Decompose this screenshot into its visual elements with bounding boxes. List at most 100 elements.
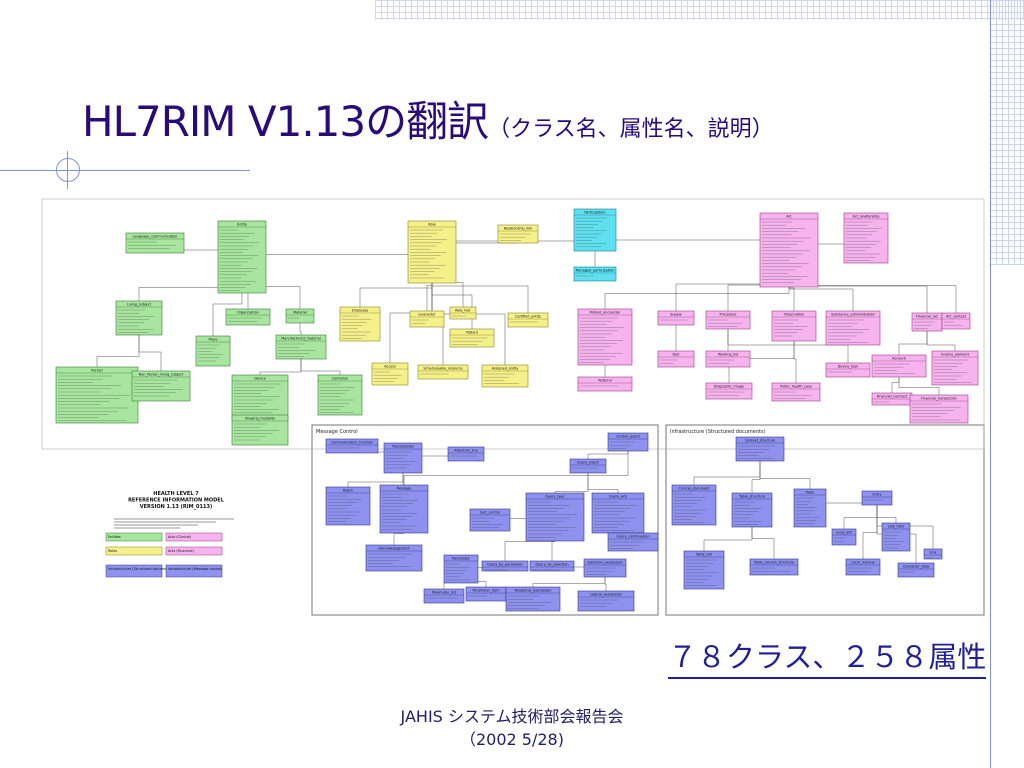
legend-swatch	[105, 564, 163, 578]
grid-pattern-side	[990, 0, 1024, 265]
class-name: Patient_encounter	[590, 311, 621, 315]
class-name: Diagnostic_image	[714, 385, 744, 389]
class-box: Manufactured_material	[275, 334, 327, 360]
class-box: Link	[923, 548, 943, 560]
class-box-body	[759, 212, 819, 288]
class-box-body	[671, 484, 717, 526]
class-box: Query_ack	[591, 492, 645, 534]
class-name: Transmission	[391, 445, 414, 449]
class-name: Link	[930, 551, 937, 555]
class-box: Entry	[861, 490, 893, 506]
class-box: Certified_entity	[507, 312, 549, 328]
class-box-body	[569, 458, 607, 474]
class-name: Query_continuation	[616, 535, 649, 539]
class-box: Parameter_list	[423, 588, 465, 604]
class-box-body	[447, 446, 485, 462]
class-box: Financial_act	[911, 312, 943, 332]
class-box-body	[793, 488, 827, 528]
class-box-body	[897, 562, 935, 578]
class-box: Living_subject	[115, 300, 163, 336]
title-subtitle: （クラス名、属性名、説明）	[488, 117, 774, 142]
class-box-body	[529, 560, 575, 572]
class-box: Observation	[771, 310, 817, 342]
class-box: Public_health_case	[771, 382, 821, 402]
class-name: Referral	[598, 379, 611, 383]
class-name: Relationship_link	[504, 227, 533, 231]
class-box: Query_event	[569, 458, 607, 474]
class-box: Acknowledgement	[365, 544, 423, 572]
class-name: Patient	[466, 331, 478, 335]
class-box: Supply	[657, 310, 695, 326]
class-box-body	[371, 362, 409, 386]
class-box: Place	[195, 335, 231, 367]
class-box-body	[469, 508, 511, 532]
class-box: Diet	[657, 350, 695, 368]
class-box: Communication_function	[325, 438, 379, 454]
legend-key-label: Acts (Financial)	[168, 549, 194, 553]
class-name: Act	[786, 215, 792, 219]
class-box: Guarantor	[409, 310, 445, 328]
class-box: Message	[379, 484, 429, 534]
class-name: Local_markup	[851, 561, 874, 565]
class-name: Act_context	[946, 315, 967, 319]
class-box-body	[591, 492, 645, 534]
class-name: Diet	[673, 353, 681, 357]
class-box-body	[325, 486, 371, 526]
class-attribute-count[interactable]: ７８クラス、２５８属性	[668, 634, 987, 679]
model-outline	[41, 198, 985, 450]
class-name: Entity	[237, 223, 247, 227]
class-name: Sort_control	[480, 511, 500, 515]
class-box-body	[317, 374, 363, 416]
class-name: Table_structure	[738, 495, 765, 499]
class-box: Act_context	[941, 312, 971, 330]
legend-swatch	[105, 532, 163, 542]
class-name: Financial_transaction	[921, 397, 957, 401]
class-box-body	[573, 266, 617, 282]
class-box: Working_list	[705, 350, 751, 368]
class-name: Imaging_modality	[245, 417, 275, 421]
class-box: Non_Person_living_subject	[131, 370, 191, 402]
slide-title: HL7RIM V1.13の翻訳（クラス名、属性名、説明）	[82, 88, 774, 149]
class-box: Patient	[449, 328, 495, 348]
class-box: Referral	[577, 376, 633, 392]
footer-date: （2002 5/28)	[460, 730, 564, 749]
class-name: Device_task	[838, 365, 858, 369]
class-name: Table	[805, 491, 815, 495]
class-box-body	[407, 220, 457, 284]
class-name: Language_communication	[133, 235, 178, 239]
class-box-body	[423, 588, 465, 604]
legend-swatch	[165, 564, 223, 578]
message-control-frame	[311, 424, 659, 616]
class-name: Character_data	[903, 565, 929, 569]
class-box-body	[657, 310, 695, 326]
class-box-body	[275, 334, 327, 360]
class-name: Participation	[584, 211, 605, 215]
class-name: Access	[384, 365, 396, 369]
class-name: Entry	[872, 493, 881, 497]
class-name: Manufactured_material	[281, 337, 320, 341]
class-box-body	[125, 232, 185, 254]
class-name: Acknowledgement	[378, 547, 410, 551]
class-box: Control_event	[607, 432, 649, 452]
class-box: Table_column_structure	[749, 558, 799, 576]
class-box: Container	[317, 374, 363, 416]
class-box: Table	[793, 488, 827, 528]
infrastructure-label: Infrastructure (Structured documents)	[670, 429, 766, 435]
class-box: Entity	[217, 220, 267, 294]
class-name: Place	[208, 338, 217, 342]
infrastructure-frame	[665, 424, 985, 616]
class-name: Scheduleable_resource	[423, 367, 462, 371]
legend-swatch	[165, 532, 223, 542]
class-name: Role_heir	[455, 309, 471, 313]
class-box: Account	[871, 354, 927, 378]
class-box-body	[573, 208, 617, 252]
class-name: Public_health_case	[780, 385, 812, 389]
class-box: Employee	[339, 306, 381, 342]
class-name: Living_subject	[127, 303, 152, 307]
class-box: Sort_control	[469, 508, 511, 532]
association-line	[727, 320, 849, 370]
class-box-body	[417, 364, 469, 380]
class-box: Query_spec	[525, 492, 585, 542]
class-box-body	[577, 376, 633, 392]
